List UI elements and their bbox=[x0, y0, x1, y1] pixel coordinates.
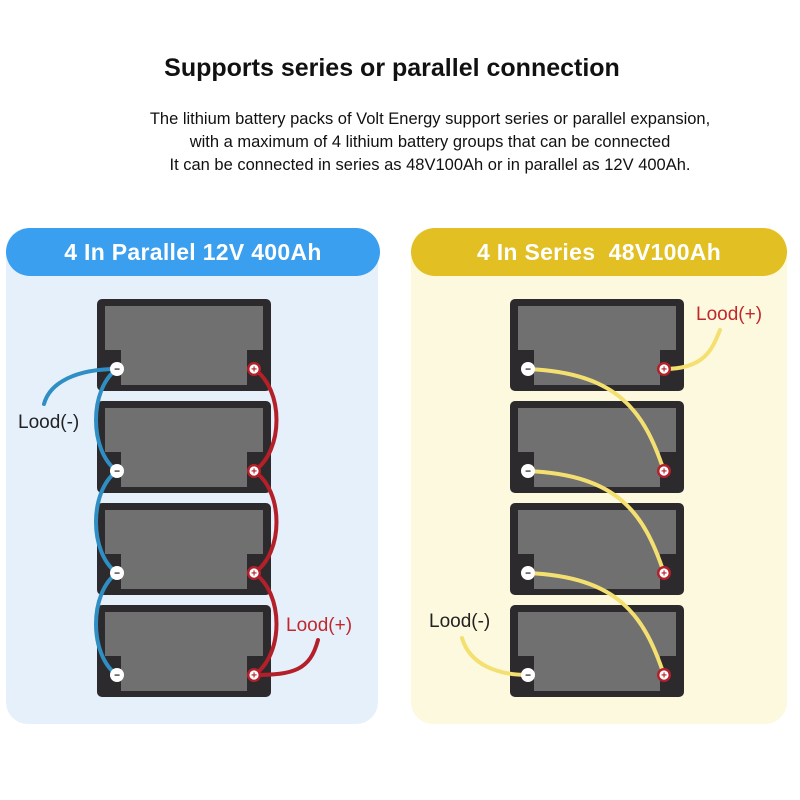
svg-text:−: − bbox=[525, 671, 531, 682]
negative-terminal-icon: − bbox=[110, 464, 124, 478]
positive-terminal-icon: + bbox=[657, 566, 671, 580]
svg-text:+: + bbox=[251, 671, 257, 682]
svg-text:−: − bbox=[114, 467, 120, 478]
parallel-battery bbox=[97, 605, 271, 697]
description-line-2: with a maximum of 4 lithium battery grou… bbox=[189, 133, 671, 151]
series-load-negative-wire bbox=[460, 636, 530, 677]
svg-text:−: − bbox=[114, 569, 120, 580]
parallel-positive-wire bbox=[252, 469, 279, 575]
svg-text:−: − bbox=[114, 365, 120, 376]
positive-terminal-icon: + bbox=[247, 566, 261, 580]
series-battery bbox=[510, 605, 684, 697]
svg-text:+: + bbox=[661, 365, 667, 376]
parallel-heading: 4 In Parallel 12V 400Ah bbox=[6, 228, 380, 276]
svg-text:+: + bbox=[661, 467, 667, 478]
description: The lithium battery packs of Volt Energy… bbox=[60, 108, 800, 177]
parallel-load-positive-label: Lood(+) bbox=[286, 615, 352, 636]
series-heading: 4 In Series 48V100Ah bbox=[411, 228, 787, 276]
svg-text:−: − bbox=[525, 467, 531, 478]
parallel-load-positive-wire bbox=[252, 638, 320, 677]
parallel-battery bbox=[97, 299, 271, 391]
negative-terminal-icon: − bbox=[110, 362, 124, 376]
series-jumper-wire bbox=[526, 367, 666, 473]
negative-terminal-icon: − bbox=[110, 566, 124, 580]
series-jumper-wire bbox=[526, 571, 666, 677]
parallel-load-negative-label: Lood(-) bbox=[18, 412, 79, 433]
svg-text:+: + bbox=[251, 365, 257, 376]
negative-terminal-icon: − bbox=[110, 668, 124, 682]
series-battery bbox=[510, 401, 684, 493]
parallel-negative-wire bbox=[94, 469, 119, 575]
parallel-load-negative-wire bbox=[42, 367, 119, 406]
parallel-negative-wire bbox=[94, 367, 119, 473]
series-load-positive-wire bbox=[662, 328, 722, 371]
positive-terminal-icon: + bbox=[247, 668, 261, 682]
series-battery bbox=[510, 503, 684, 595]
svg-text:+: + bbox=[251, 569, 257, 580]
svg-text:+: + bbox=[251, 467, 257, 478]
svg-text:+: + bbox=[661, 671, 667, 682]
svg-text:−: − bbox=[525, 569, 531, 580]
series-load-negative-label: Lood(-) bbox=[429, 611, 490, 632]
description-line-1: The lithium battery packs of Volt Energy… bbox=[149, 110, 711, 128]
parallel-positive-wire bbox=[252, 571, 279, 677]
series-load-positive-label: Lood(+) bbox=[696, 304, 762, 325]
parallel-negative-wire bbox=[94, 571, 119, 677]
series-battery bbox=[510, 299, 684, 391]
positive-terminal-icon: + bbox=[657, 362, 671, 376]
negative-terminal-icon: − bbox=[521, 668, 535, 682]
positive-terminal-icon: + bbox=[657, 464, 671, 478]
series-jumper-wire bbox=[526, 469, 666, 575]
positive-terminal-icon: + bbox=[247, 362, 261, 376]
svg-text:−: − bbox=[114, 671, 120, 682]
positive-terminal-icon: + bbox=[247, 464, 261, 478]
positive-terminal-icon: + bbox=[657, 668, 671, 682]
negative-terminal-icon: − bbox=[521, 566, 535, 580]
parallel-battery bbox=[97, 401, 271, 493]
svg-text:+: + bbox=[661, 569, 667, 580]
description-line-3: It can be connected in series as 48V100A… bbox=[169, 156, 691, 174]
negative-terminal-icon: − bbox=[521, 464, 535, 478]
page-title: Supports series or parallel connection bbox=[164, 54, 620, 82]
negative-terminal-icon: − bbox=[521, 362, 535, 376]
svg-text:−: − bbox=[525, 365, 531, 376]
parallel-battery bbox=[97, 503, 271, 595]
parallel-positive-wire bbox=[252, 367, 279, 473]
